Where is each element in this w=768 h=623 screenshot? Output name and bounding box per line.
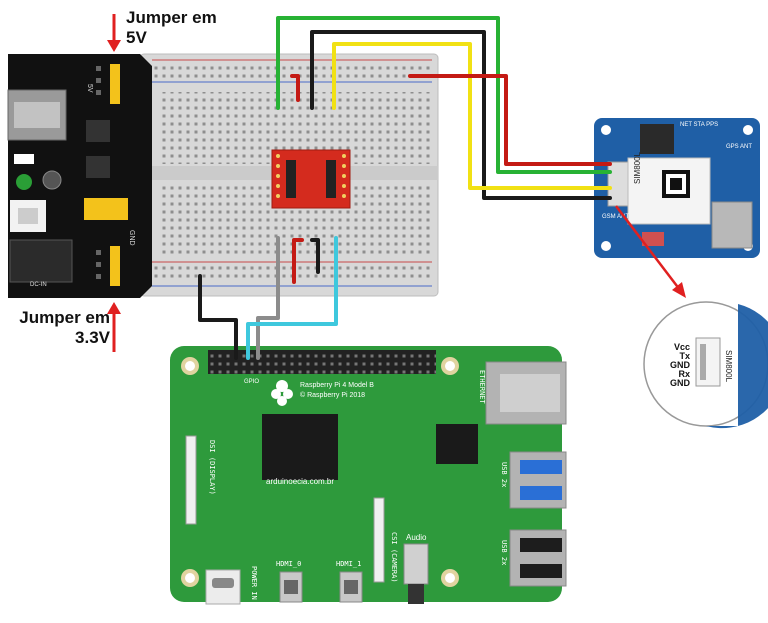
pi-model-line2: © Raspberry Pi 2018 xyxy=(300,391,365,399)
bottom-jumper xyxy=(110,246,120,286)
raspberry-pi-board: GPIO Raspberry Pi 4 Model B © Raspberry … xyxy=(170,346,567,605)
wire-gray xyxy=(256,236,280,360)
pm-label-dc: DC-IN xyxy=(30,282,47,288)
hdmi0-label: HDMI_0 xyxy=(276,560,301,568)
raspberry-logo xyxy=(271,380,293,406)
callout-pin-rx: Rx xyxy=(678,369,690,379)
power-supply-module: 5V GND DC-IN xyxy=(7,54,152,298)
callout-chip-label: SIM800L xyxy=(724,350,733,383)
wire-black-short xyxy=(310,238,320,274)
pi-model-line1: Raspberry Pi 4 Model B xyxy=(300,382,374,389)
zoom-callout: SIM800L Vcc Tx GND Rx GND GSM ANT xyxy=(643,301,768,428)
wire-cyan xyxy=(246,236,338,360)
wire-red-bottom xyxy=(292,238,304,284)
power-led xyxy=(16,174,32,190)
top-jumper-arrow xyxy=(107,14,121,52)
audio-jack xyxy=(403,543,429,585)
power-in-label: POWER IN xyxy=(250,566,258,600)
callout-pin-gnd1: GND xyxy=(670,360,691,370)
logic-level-converter xyxy=(271,149,351,209)
wire-green xyxy=(276,16,612,174)
gsm-gsm-label: GSM ANT xyxy=(602,214,629,220)
gsm-module: SIM800L NET STA PPS GPS ANT GSM ANT xyxy=(594,118,760,258)
gsm-chip-label: SIM800L xyxy=(633,151,642,184)
bottom-jumper-label-line2: 3.3V xyxy=(75,328,110,347)
top-jumper-label: Jumper em 5V xyxy=(126,8,217,48)
bottom-jumper-label: Jumper em 3.3V xyxy=(14,308,110,348)
wires xyxy=(198,16,612,360)
wire-red-top xyxy=(408,74,612,166)
wire-yellow xyxy=(332,42,612,190)
callout-gsm-label: GSM ANT xyxy=(698,406,721,412)
csi-connector xyxy=(373,497,385,583)
dsi-label: DSI (DISPLAY) xyxy=(208,440,216,495)
pi-watermark: arduinoecia.com.br xyxy=(266,477,334,486)
power-switch xyxy=(14,154,34,164)
bottom-jumper-label-line1: Jumper em xyxy=(19,308,110,327)
pi-soc xyxy=(262,414,338,480)
audio-label: Audio xyxy=(406,533,427,542)
pm-label-gnd: GND xyxy=(128,230,135,246)
pm-label-5v: 5V xyxy=(86,84,93,93)
csi-label: CSI (CAMERA) xyxy=(390,532,398,583)
bottom-jumper-arrow xyxy=(107,302,121,352)
usb1-label: USB 2x xyxy=(500,462,508,487)
zoom-callout-arrow xyxy=(615,205,686,298)
usb2-label: USB 2x xyxy=(500,540,508,565)
gsm-gps-label: GPS ANT xyxy=(726,144,752,150)
callout-pin-vcc: Vcc xyxy=(674,342,690,352)
wire-red-short-top xyxy=(290,74,300,102)
top-jumper-label-line1: Jumper em xyxy=(126,8,217,27)
hdmi1-label: HDMI_1 xyxy=(336,560,361,568)
wire-black-pi xyxy=(198,274,238,360)
dsi-connector xyxy=(185,435,197,525)
ethernet-label: ETHERNET xyxy=(478,370,486,405)
gsm-net-label: NET STA PPS xyxy=(680,122,718,128)
wire-black-top xyxy=(310,30,612,200)
output-header xyxy=(84,198,128,220)
dc-jack xyxy=(9,239,73,283)
gpio-label: GPIO xyxy=(244,379,259,385)
top-jumper xyxy=(110,64,120,104)
top-jumper-label-line2: 5V xyxy=(126,28,147,47)
callout-pin-gnd2: GND xyxy=(670,378,691,388)
callout-pin-tx: Tx xyxy=(679,351,690,361)
